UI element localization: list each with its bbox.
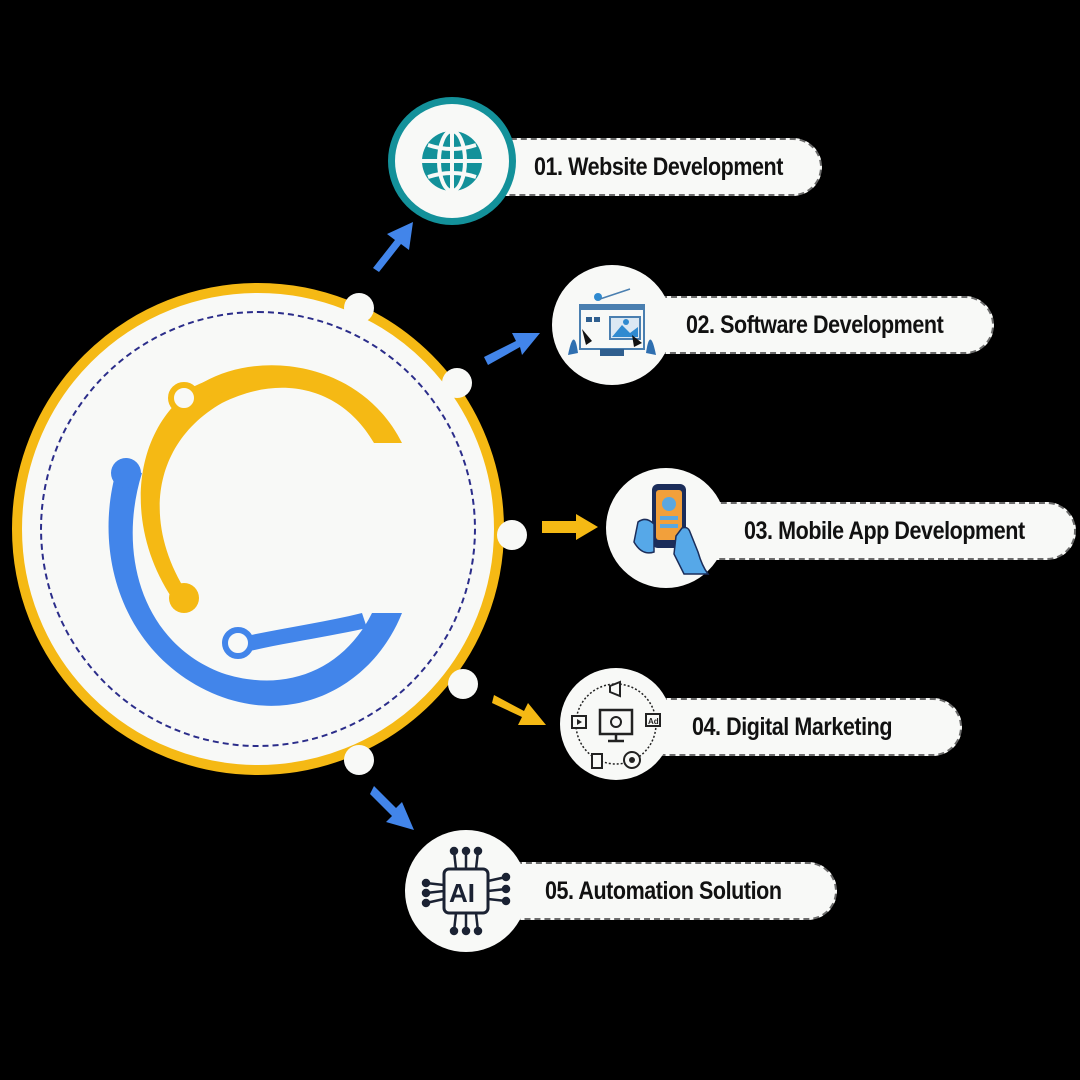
software-dev-illustration-icon (568, 288, 656, 356)
service-label: 04. Digital Marketing (692, 712, 893, 741)
connector-knob (344, 745, 374, 775)
service-icon-software (552, 265, 672, 385)
connector-knob (442, 368, 472, 398)
service-icon-website (388, 97, 516, 225)
digital-marketing-icon: Ad (571, 680, 661, 769)
arrow-to-website-icon (373, 222, 413, 272)
service-icon-automation: AI (405, 830, 527, 952)
service-pill-mobile-app-development[interactable]: 03. Mobile App Development (680, 502, 1076, 560)
svg-text:Ad: Ad (648, 717, 659, 726)
hub-dashed-ring (40, 311, 476, 747)
service-icon-marketing: Ad (560, 668, 672, 780)
arrow-to-automation-icon (370, 786, 414, 830)
connector-knob (497, 520, 527, 550)
company-logo-hub (12, 283, 527, 775)
arrow-to-mobile-icon (542, 514, 598, 540)
service-pill-digital-marketing[interactable]: 04. Digital Marketing (650, 698, 962, 756)
service-pill-software-development[interactable]: 02. Software Development (640, 296, 994, 354)
mobile-app-hand-icon (633, 484, 710, 575)
arrow-to-software-icon (484, 333, 540, 365)
globe-icon (422, 129, 482, 193)
ai-chip-icon: AI (421, 846, 511, 936)
connector-knob (448, 669, 478, 699)
service-label: 02. Software Development (686, 310, 944, 339)
service-pill-website-development[interactable]: 01. Website Development (470, 138, 822, 196)
service-label: 05. Automation Solution (545, 876, 782, 905)
c-circuit-logo-icon (108, 365, 402, 706)
arrow-to-marketing-icon (492, 695, 546, 725)
svg-text:AI: AI (449, 878, 475, 908)
service-pill-automation-solution[interactable]: 05. Automation Solution (505, 862, 837, 920)
service-label: 03. Mobile App Development (744, 516, 1025, 545)
connector-knob (344, 293, 374, 323)
service-icon-mobile (606, 468, 726, 588)
service-label: 01. Website Development (534, 152, 783, 181)
